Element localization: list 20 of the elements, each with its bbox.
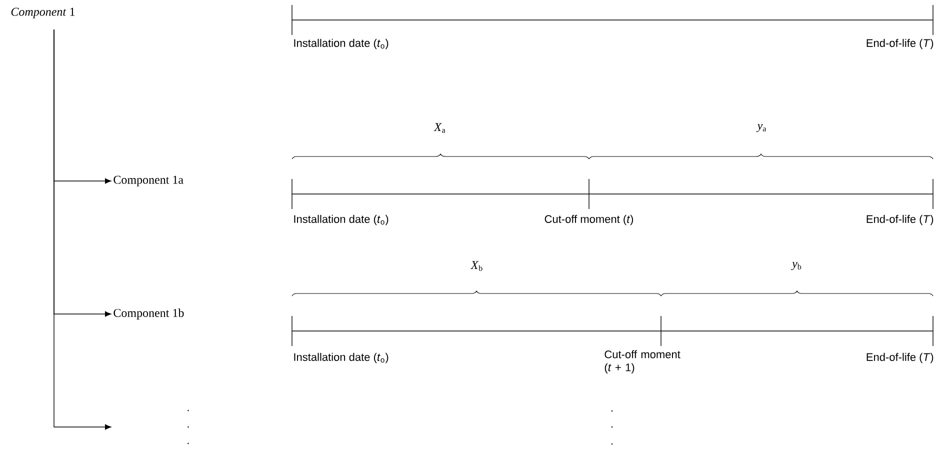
timeline-label: Cut-off moment (t + 1) — [604, 350, 680, 374]
brace-label: X$_{a}$ — [434, 123, 446, 133]
timeline-label: Installation date (t$_{o}$) — [294, 38, 388, 50]
brace-label: X$_{b}$ — [470, 261, 482, 271]
component-label: Component 1b — [114, 308, 184, 320]
timeline-label: End-of-life (T) — [866, 38, 934, 50]
arrow — [54, 29, 112, 430]
brace-label: y$_{b}$ — [791, 262, 802, 270]
dot: . — [611, 410, 613, 412]
timeline-label: Installation date (t$_{o}$) — [294, 352, 388, 364]
timeline-label: Installation date (t$_{o}$) — [294, 214, 388, 226]
timeline-label: End-of-life (T) — [866, 352, 934, 364]
timeline-label: End-of-life (T) — [866, 214, 934, 226]
dot: . — [611, 443, 613, 445]
component-label: Component 1a — [114, 176, 184, 186]
brace-label: y$_{a}$ — [756, 124, 766, 132]
ellipsis-dots: . . . — [188, 410, 189, 444]
component-label: Component 1 — [11, 8, 75, 18]
dot: . — [611, 426, 613, 428]
timeline-label: Cut-off moment (t) — [544, 214, 634, 226]
